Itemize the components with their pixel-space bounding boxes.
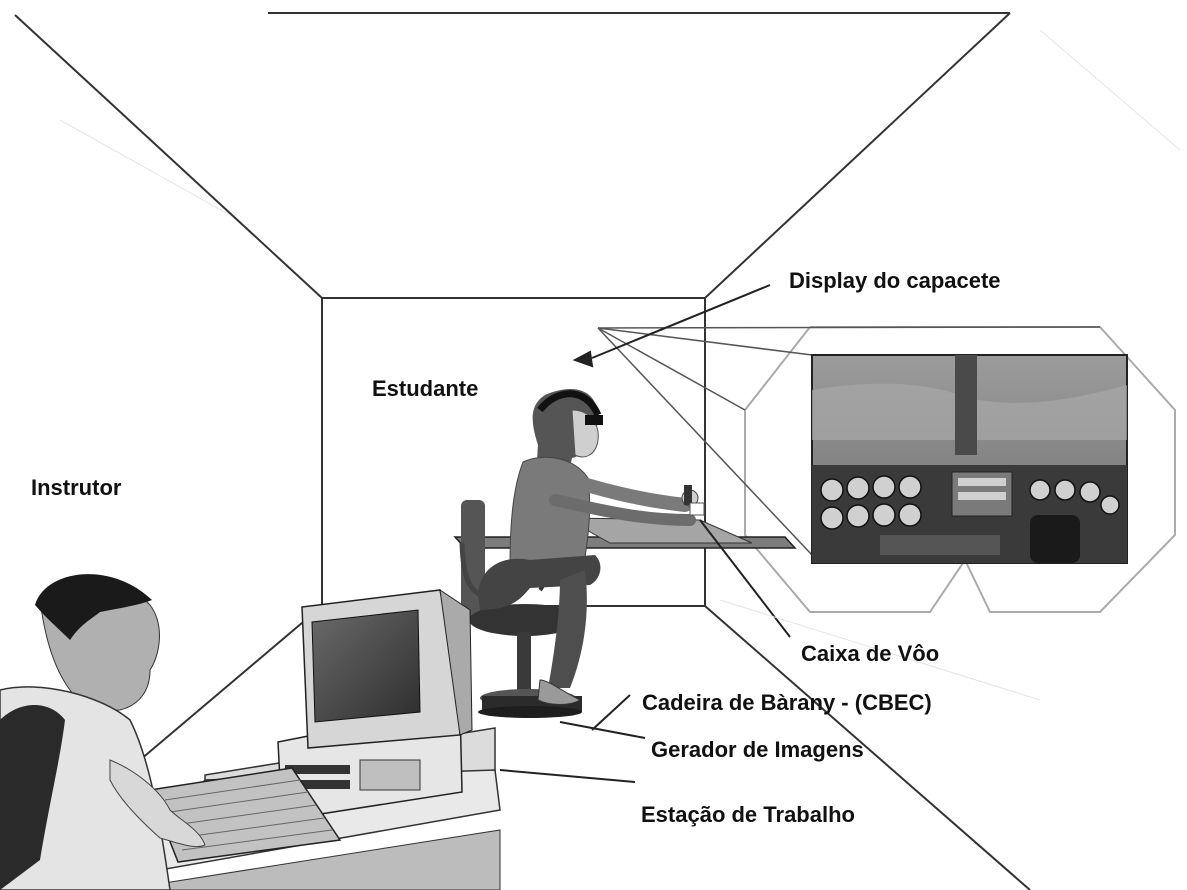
barany-chair: [459, 500, 582, 718]
instructor-figure: [0, 574, 206, 890]
label-estudante: Estudante: [372, 376, 479, 401]
cockpit-image: [811, 354, 1128, 564]
label-caixa-de-voo: Caixa de Vôo: [801, 641, 940, 666]
floor-right-diagonal: [704, 605, 1031, 890]
ceiling-right-diagonal: [704, 12, 1011, 299]
label-cadeira-de-barany: Cadeira de Bàrany - (CBEC): [642, 690, 932, 715]
label-instrutor: Instrutor: [31, 475, 122, 500]
leader-lines: [499, 284, 791, 783]
computer: [277, 588, 473, 821]
ceiling-left-diagonal: [14, 14, 323, 299]
view-frustum-octagon: [744, 326, 1176, 613]
label-estacao-de-trabalho: Estação de Trabalho: [641, 802, 855, 827]
label-display-do-capacete: Display do capacete: [789, 268, 1001, 293]
floor-left-diagonal: [139, 605, 323, 761]
background-speckles: [59, 29, 1181, 701]
student-figure: [478, 389, 705, 705]
view-rays: [597, 326, 1101, 556]
label-gerador-de-imagens: Gerador de Imagens: [651, 737, 864, 762]
